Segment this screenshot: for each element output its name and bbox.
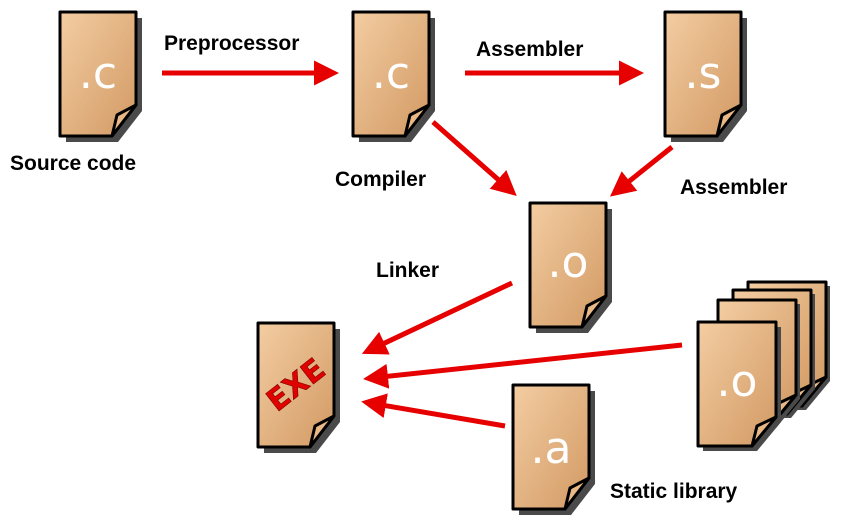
doc-archive-a: .a	[511, 383, 595, 515]
doc-stack-objects: .o	[696, 280, 830, 451]
doc-executable: EXE	[256, 321, 340, 453]
label-assembler-top: Assembler	[476, 38, 583, 61]
stack-page-1: .o	[696, 320, 781, 451]
label-static-library: Static library	[610, 480, 738, 503]
arrows	[162, 60, 683, 429]
label-preprocessor: Preprocessor	[164, 32, 299, 55]
label-assembler-right: Assembler	[680, 176, 787, 199]
label-source-code: Source code	[10, 152, 136, 175]
arrow-linker-object	[361, 280, 514, 355]
ext-label-source: .c	[79, 48, 117, 99]
doc-assembly-s: .s	[663, 10, 747, 142]
ext-label-archive: .a	[531, 423, 572, 474]
labels: Preprocessor Assembler Source code Compi…	[10, 32, 787, 503]
ext-label-objects-stack: .o	[717, 356, 758, 407]
ext-label-preprocessed: .c	[372, 48, 410, 99]
ext-label-object: .o	[548, 237, 589, 288]
doc-object-o: .o	[528, 201, 612, 333]
arrow-linker-archive	[361, 393, 506, 429]
label-linker: Linker	[376, 259, 439, 282]
ext-label-assembly: .s	[685, 48, 722, 99]
doc-source-c: .c	[58, 10, 142, 142]
arrow-assembler-right	[609, 145, 674, 197]
doc-preprocessed-c: .c	[351, 10, 435, 142]
label-compiler: Compiler	[335, 168, 426, 191]
arrow-linker-objects	[363, 342, 683, 389]
arrow-compiler	[431, 120, 517, 196]
